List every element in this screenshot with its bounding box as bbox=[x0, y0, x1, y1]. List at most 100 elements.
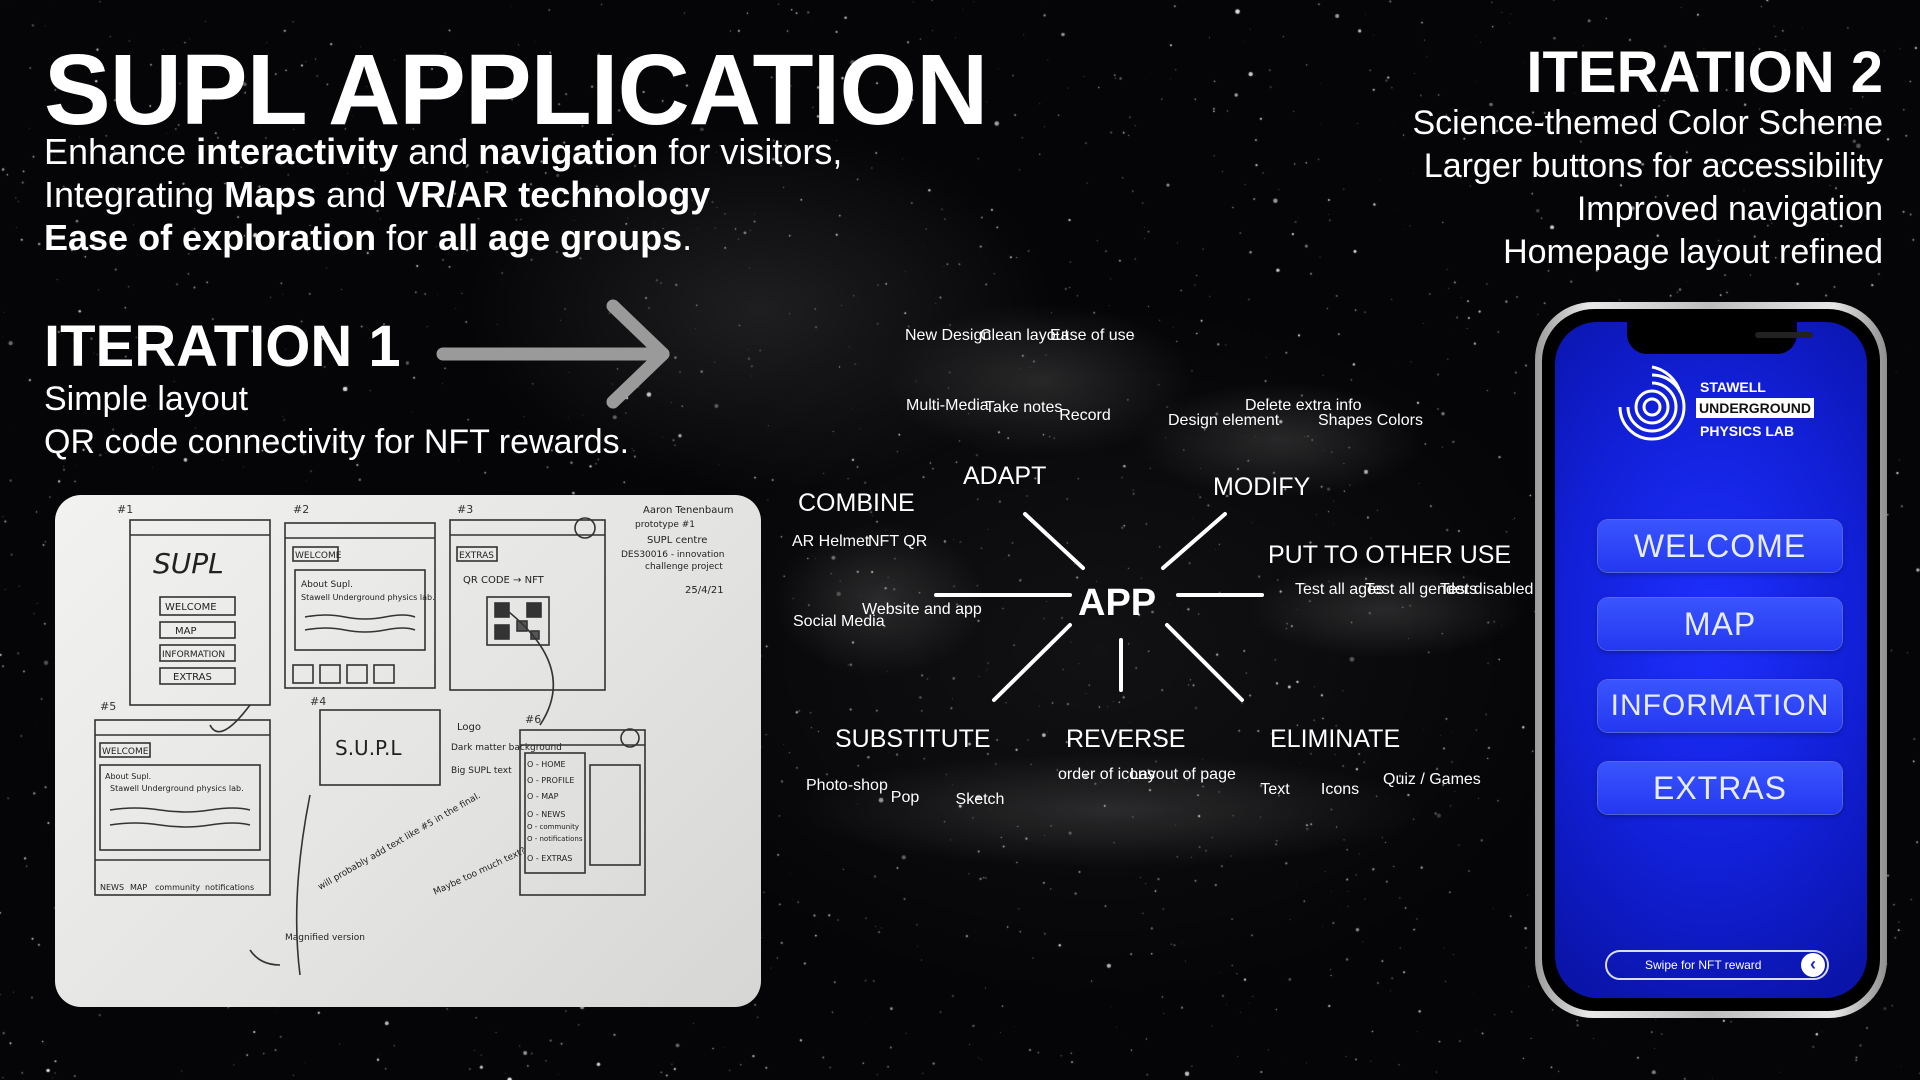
iteration-2-title: ITERATION 2 bbox=[1526, 40, 1883, 105]
svg-text:O - community: O - community bbox=[527, 823, 579, 831]
iteration-1-line-2: QR code connectivity for NFT rewards. bbox=[44, 423, 630, 461]
sketch-frame-6 bbox=[519, 729, 646, 896]
svg-text:Maybe too much text?: Maybe too much text? bbox=[432, 846, 528, 898]
swipe-label: Swipe for NFT reward bbox=[1645, 958, 1762, 972]
idea-test-disabled: Test disabled bbox=[1440, 581, 1534, 598]
phone-mockup: STAWELL UNDERGROUND PHYSICS LAB WELCOME … bbox=[1535, 302, 1887, 1018]
svg-text:#1: #1 bbox=[117, 503, 133, 516]
iteration-1-title: ITERATION 1 bbox=[44, 314, 401, 379]
category-modify: MODIFY bbox=[1213, 473, 1311, 501]
svg-text:STAWELL: STAWELL bbox=[1700, 379, 1766, 395]
idea-shapes-colors: Shapes Colors bbox=[1318, 412, 1423, 429]
haze bbox=[880, 300, 1200, 460]
idea-delete-extra-info: Delete extra info bbox=[1245, 396, 1362, 416]
mindmap-center: APP bbox=[1078, 582, 1157, 624]
svg-text:community: community bbox=[155, 883, 200, 892]
svg-text:O - HOME: O - HOME bbox=[527, 760, 566, 769]
chevron-left-icon[interactable]: ‹ bbox=[1801, 953, 1825, 977]
welcome-button[interactable]: WELCOME bbox=[1598, 520, 1842, 572]
extras-button[interactable]: EXTRAS bbox=[1598, 762, 1842, 814]
arrow-right-icon bbox=[436, 299, 670, 409]
svg-text:About Supl.: About Supl. bbox=[105, 772, 151, 781]
svg-text:WELCOME: WELCOME bbox=[295, 551, 342, 561]
svg-text:#5: #5 bbox=[100, 700, 116, 713]
idea-ease-of-use: Ease of use bbox=[1050, 327, 1135, 344]
svg-text:#4: #4 bbox=[310, 695, 326, 708]
svg-text:NEWS: NEWS bbox=[100, 883, 124, 892]
svg-text:O - MAP: O - MAP bbox=[527, 792, 559, 801]
idea-quiz-games: Quiz / Games bbox=[1383, 771, 1481, 788]
idea-clean-layout: Clean layout bbox=[980, 327, 1069, 344]
page-title: SUPL APPLICATION bbox=[44, 34, 988, 146]
app-logo: STAWELL UNDERGROUND PHYSICS LAB bbox=[1618, 365, 1814, 441]
category-eliminate: ELIMINATE bbox=[1270, 725, 1401, 753]
sketch-frame-3 bbox=[449, 519, 606, 691]
idea-take-notes: Take notes bbox=[985, 399, 1063, 416]
svg-text:O - EXTRAS: O - EXTRAS bbox=[527, 854, 572, 863]
svg-text:#3: #3 bbox=[457, 503, 473, 516]
idea-social-media: Social Media bbox=[793, 613, 885, 630]
iteration-2-line-3: Improved navigation bbox=[1576, 190, 1883, 228]
category-adapt: ADAPT bbox=[963, 462, 1047, 490]
category-reverse: REVERSE bbox=[1066, 725, 1186, 753]
phone-bezel: STAWELL UNDERGROUND PHYSICS LAB WELCOME … bbox=[1542, 309, 1880, 1011]
svg-text:Magnified version: Magnified version bbox=[285, 933, 365, 943]
idea-photo-shop: Photo-shop bbox=[806, 777, 888, 794]
svg-text:O - notifications: O - notifications bbox=[527, 835, 583, 843]
speaker-icon bbox=[1755, 332, 1813, 338]
category-put-to-other-use: PUT TO OTHER USE bbox=[1268, 541, 1512, 569]
phone-notch bbox=[1627, 322, 1813, 354]
sketch-frame-5 bbox=[94, 719, 271, 896]
haze bbox=[1130, 380, 1430, 500]
svg-text:#2: #2 bbox=[293, 503, 309, 516]
svg-text:Logo: Logo bbox=[457, 722, 481, 733]
intro-line-3: Ease of exploration for all age groups. bbox=[44, 217, 693, 258]
idea-order-of-icons: order of icons bbox=[1058, 766, 1155, 783]
haze bbox=[780, 750, 1440, 870]
intro-line-2: Integrating Maps and VR/AR technology bbox=[44, 174, 711, 215]
iteration-1-line-1: Simple layout bbox=[44, 380, 249, 418]
category-substitute: SUBSTITUTE bbox=[835, 725, 991, 753]
svg-text:Stawell Underground physics la: Stawell Underground physics lab. bbox=[110, 784, 244, 793]
svg-text:Aaron Tenenbaum: Aaron Tenenbaum bbox=[643, 505, 733, 516]
map-button[interactable]: MAP bbox=[1598, 598, 1842, 650]
wireframe-sketch-photo: #1 SUPL WELCOME MAP INFORMATION EXTRAS #… bbox=[55, 495, 761, 1007]
idea-layout-of-page: Layout of page bbox=[1130, 766, 1236, 783]
category-combine: COMBINE bbox=[798, 489, 915, 517]
svg-text:WELCOME: WELCOME bbox=[165, 602, 217, 613]
haze bbox=[1240, 560, 1530, 660]
idea-icons: Icons bbox=[1320, 781, 1360, 798]
svg-text:PHYSICS LAB: PHYSICS LAB bbox=[1700, 423, 1794, 439]
svg-text:S.U.P.L: S.U.P.L bbox=[335, 736, 402, 760]
svg-text:challenge project: challenge project bbox=[645, 562, 723, 572]
idea-pop: Pop bbox=[890, 789, 920, 806]
svg-text:#6: #6 bbox=[525, 713, 541, 726]
sketch-frame-2 bbox=[284, 522, 436, 689]
idea-record: Record bbox=[1059, 407, 1111, 424]
idea-nft-qr: NFT QR bbox=[868, 533, 928, 550]
phone-screen: STAWELL UNDERGROUND PHYSICS LAB WELCOME … bbox=[1555, 322, 1867, 998]
svg-text:SUPL centre: SUPL centre bbox=[647, 535, 707, 546]
svg-text:Dark matter background: Dark matter background bbox=[451, 743, 562, 753]
svg-text:EXTRAS: EXTRAS bbox=[459, 551, 494, 561]
idea-sketch: Sketch bbox=[955, 791, 1005, 808]
idea-design-element: Design element bbox=[1168, 412, 1280, 429]
idea-new-design: New Design bbox=[905, 327, 992, 344]
svg-text:Stawell Underground physics la: Stawell Underground physics lab. bbox=[301, 593, 435, 602]
svg-text:QR CODE → NFT: QR CODE → NFT bbox=[463, 575, 545, 586]
iteration-2-line-2: Larger buttons for accessibility bbox=[1423, 147, 1883, 185]
svg-text:EXTRAS: EXTRAS bbox=[173, 672, 212, 683]
svg-text:O - PROFILE: O - PROFILE bbox=[527, 776, 574, 785]
svg-text:WELCOME: WELCOME bbox=[102, 747, 149, 757]
svg-text:prototype #1: prototype #1 bbox=[635, 520, 695, 530]
svg-text:UNDERGROUND: UNDERGROUND bbox=[1699, 400, 1811, 416]
information-button[interactable]: INFORMATION bbox=[1598, 680, 1842, 732]
sketch-frame-1 bbox=[129, 519, 271, 706]
idea-text: Text bbox=[1260, 781, 1290, 798]
mindmap-spokes bbox=[934, 512, 1264, 702]
idea-test-all-genders: Test all genders bbox=[1365, 581, 1478, 598]
swipe-nft-reward-slider[interactable]: Swipe for NFT reward ‹ bbox=[1605, 950, 1829, 980]
iteration-2-line-4: Homepage layout refined bbox=[1503, 233, 1883, 271]
svg-text:SUPL: SUPL bbox=[153, 547, 224, 580]
svg-text:O - NEWS: O - NEWS bbox=[527, 810, 565, 819]
